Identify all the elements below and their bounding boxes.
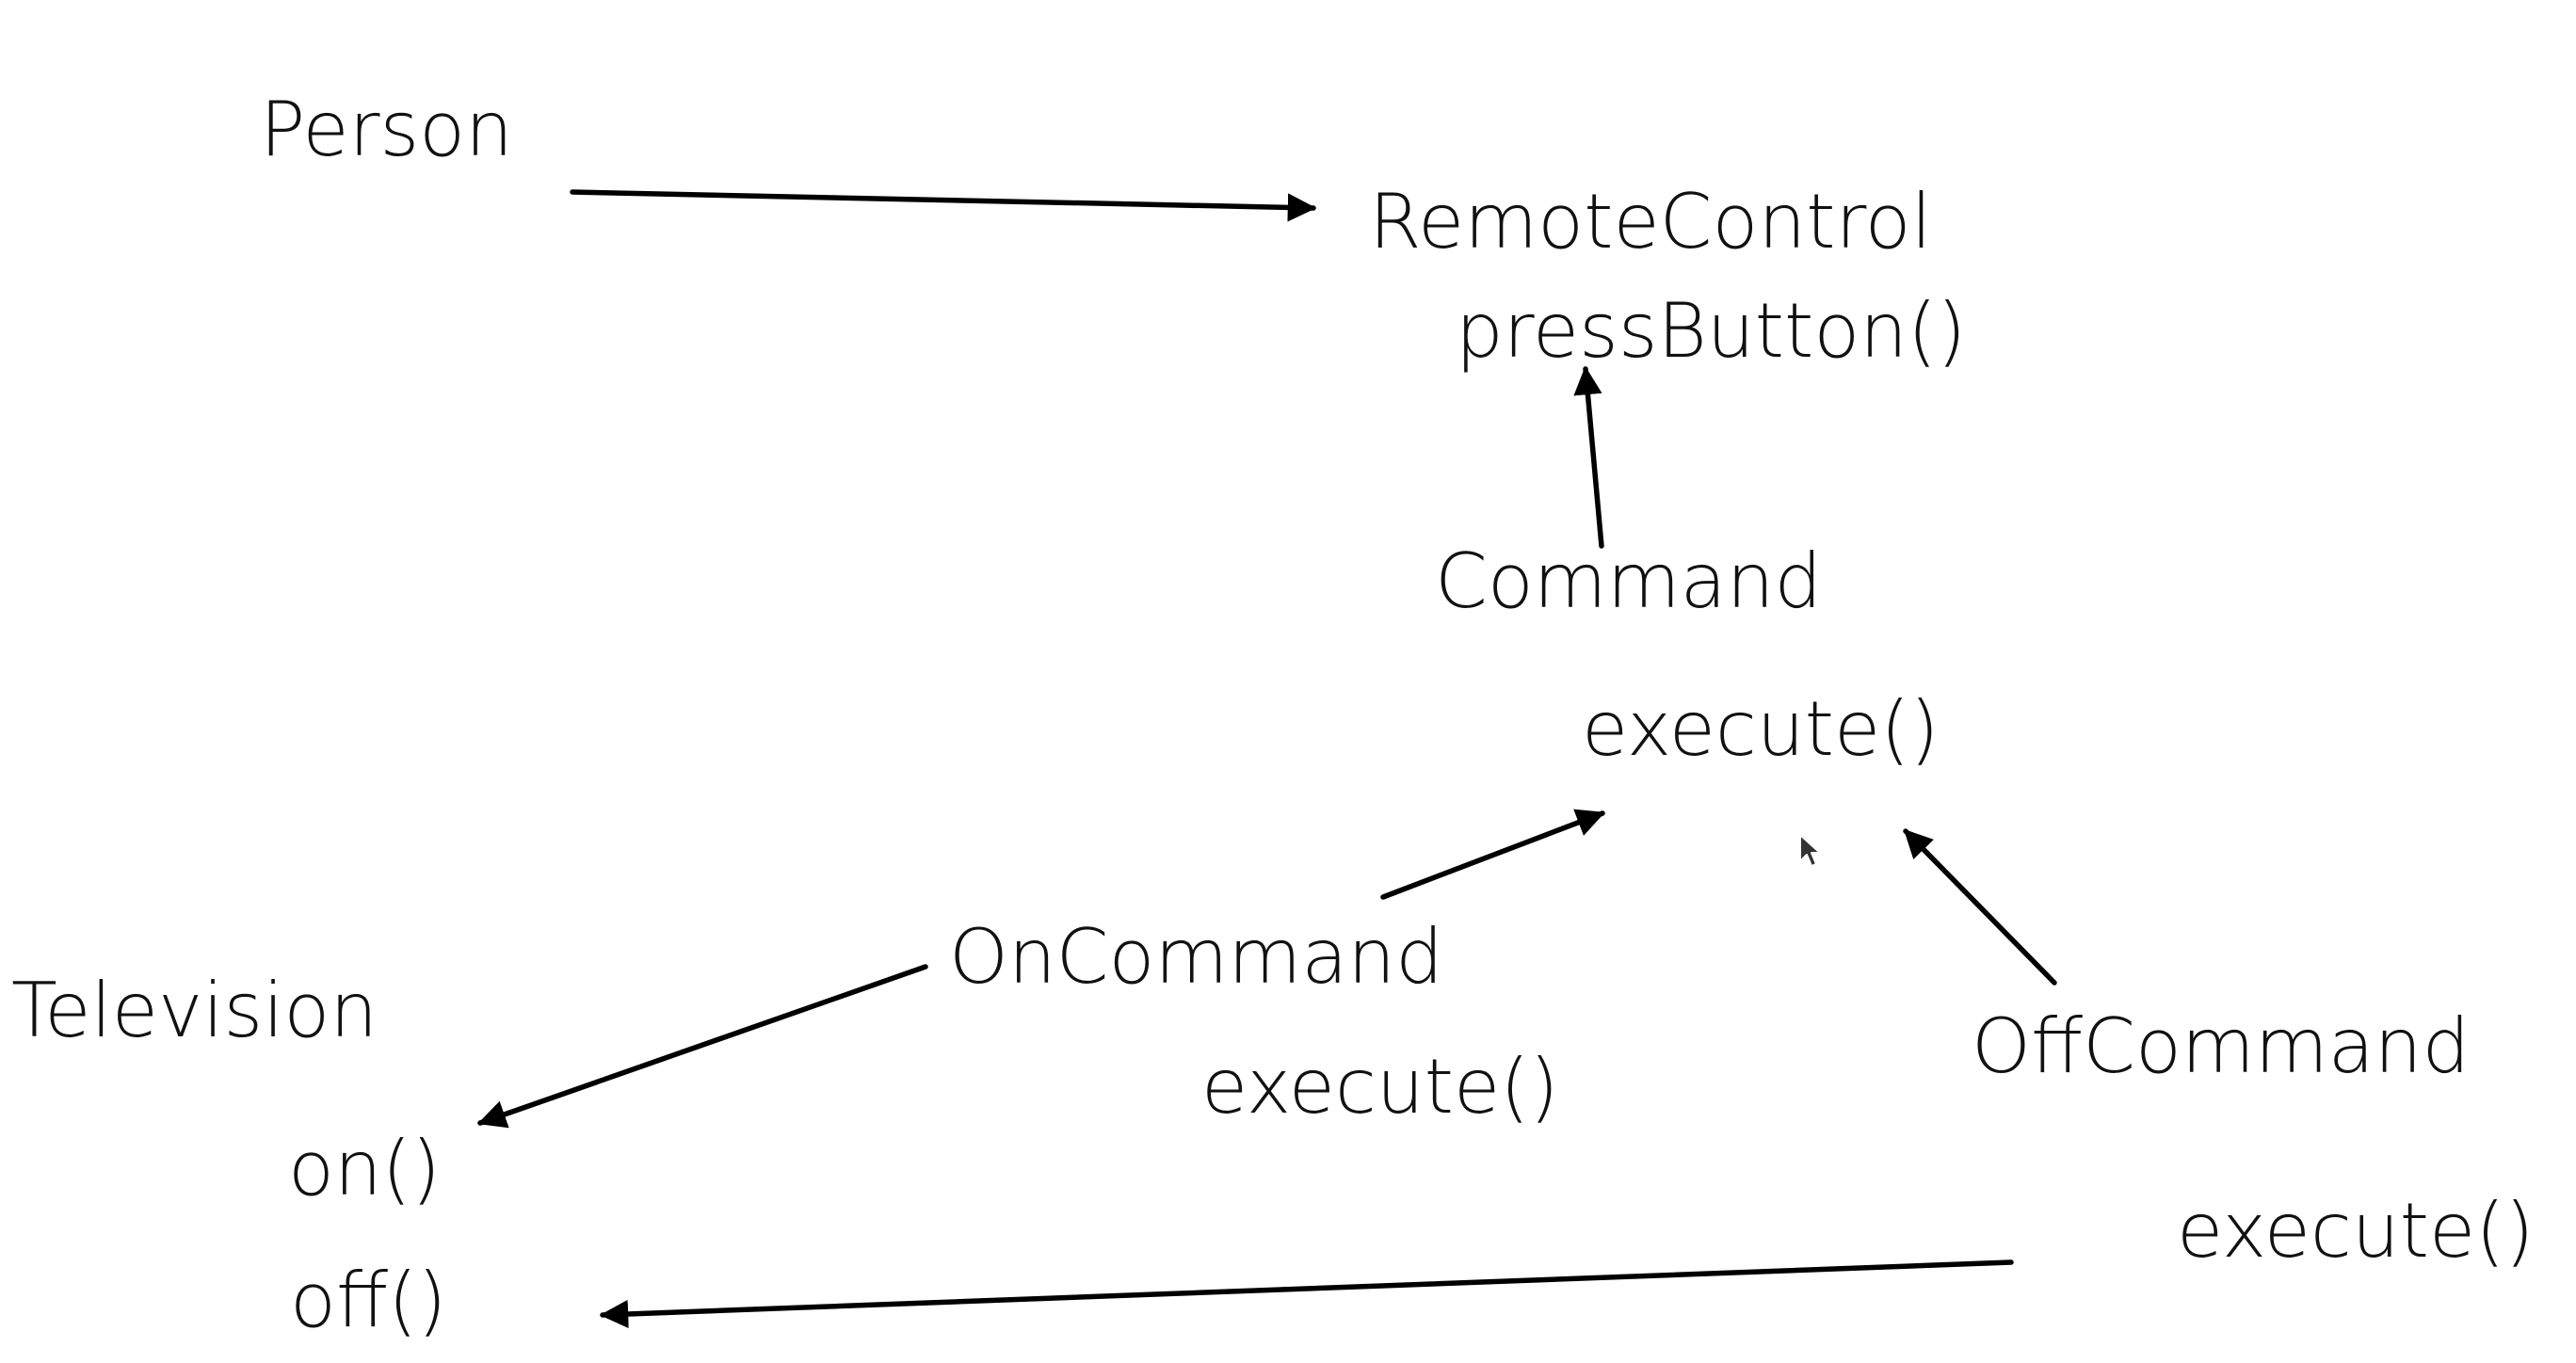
node-off-command-execute: execute() (2177, 1187, 2535, 1275)
node-command-execute: execute() (1582, 685, 1940, 773)
node-tv-off: off() (290, 1257, 447, 1344)
node-off-command: OffCommand (1972, 1002, 2471, 1090)
node-television: Television (11, 967, 378, 1054)
node-remote-control: RemoteControl (1369, 178, 1932, 265)
node-command: Command (1435, 537, 1823, 625)
mouse-pointer-icon (1799, 834, 1821, 867)
arrow-offcommand-to-command-execute (1903, 828, 2057, 986)
node-tv-on: on() (288, 1125, 442, 1212)
node-person: Person (260, 86, 513, 173)
node-press-button: pressButton() (1456, 287, 1967, 375)
arrow-oncommand-to-command-execute (1380, 809, 1605, 900)
arrow-command-to-pressbutton (1573, 365, 1604, 549)
arrow-offcommand-execute-to-tv-off (599, 1259, 2014, 1329)
arrow-person-to-remotecontrol (570, 189, 1317, 222)
node-on-command: OnCommand (949, 913, 1443, 1001)
node-on-command-execute: execute() (1201, 1043, 1559, 1130)
arrow-oncommand-to-tv-on (477, 964, 928, 1129)
